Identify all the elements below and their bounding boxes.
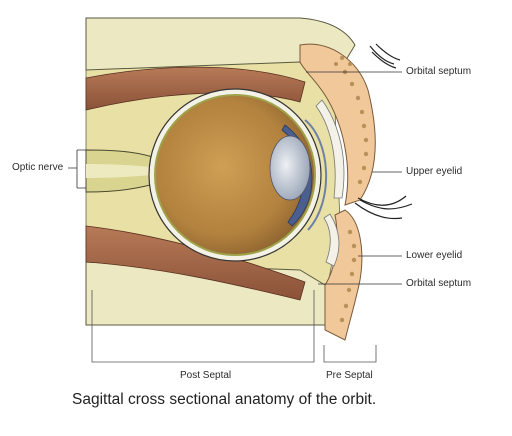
label-optic-nerve: Optic nerve [12,162,64,173]
label-upper-eyelid: Upper eyelid [406,166,463,177]
label-orbital-septum-top: Orbital septum [406,66,472,77]
lower-tarsus [323,213,340,267]
cornea [304,119,327,231]
label-lower-eyelid: Lower eyelid [406,250,463,261]
label-pre-septal: Pre Septal [326,370,373,381]
post-septal-bracket [91,290,315,363]
leader-lines [68,71,402,285]
lens [269,135,311,201]
inferior-muscle [85,225,306,301]
brow-hair [369,43,401,69]
orbicularis-muscle [334,56,369,323]
label-orbital-septum-bottom: Orbital septum [406,278,472,289]
eyeball-interior [154,94,316,256]
figure-caption: Sagittal cross sectional anatomy of the … [72,391,377,408]
optic-nerve-center [86,164,162,178]
label-post-septal: Post Septal [180,370,232,381]
upper-tarsus [315,99,345,199]
superior-muscle [85,66,306,111]
upper-eyelashes [354,195,413,220]
pre-septal-bracket [323,345,377,363]
